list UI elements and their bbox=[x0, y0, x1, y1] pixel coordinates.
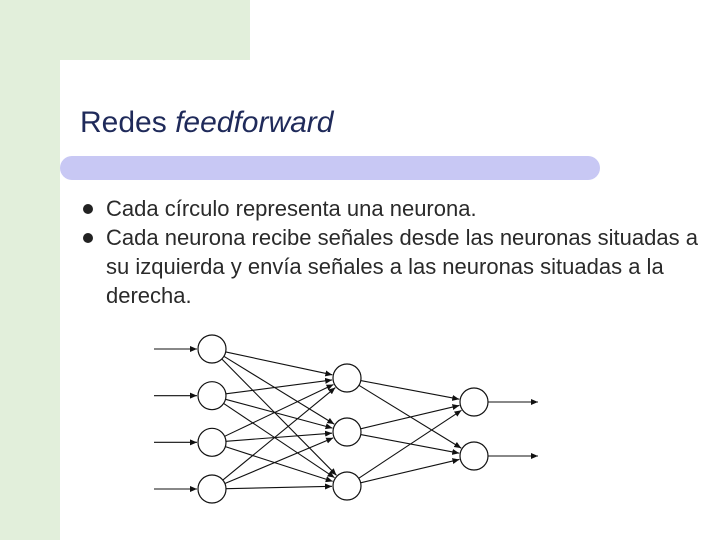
bullet-item: Cada neurona recibe señales desde las ne… bbox=[80, 223, 700, 310]
connection-arrow bbox=[225, 351, 333, 377]
connection-arrow bbox=[224, 437, 334, 485]
connection-arrow bbox=[225, 430, 333, 442]
neuron-layer-3 bbox=[459, 387, 489, 417]
connection-arrow bbox=[222, 387, 336, 481]
slide-panel bbox=[60, 60, 720, 540]
connection-arrow bbox=[225, 398, 333, 430]
neuron-layer-1 bbox=[197, 381, 227, 411]
connection-arrow bbox=[223, 355, 335, 425]
connection-arrow bbox=[224, 383, 334, 437]
title-underline-bar bbox=[60, 156, 600, 180]
bullet-text: Cada círculo representa una neurona. bbox=[106, 196, 477, 221]
corner-decoration bbox=[0, 0, 250, 60]
neuron-layer-2 bbox=[332, 417, 362, 447]
connection-arrow bbox=[221, 358, 337, 476]
bullet-item: Cada círculo representa una neurona. bbox=[80, 194, 700, 223]
bullet-dot-icon bbox=[83, 204, 93, 214]
bullet-dot-icon bbox=[83, 233, 93, 243]
connection-arrow bbox=[358, 409, 462, 479]
neuron-layer-1 bbox=[197, 334, 227, 364]
connection-arrow bbox=[225, 483, 333, 490]
neuron-layer-1 bbox=[197, 427, 227, 457]
connection-arrow bbox=[223, 402, 335, 479]
connection-arrow bbox=[360, 458, 460, 484]
neural-network-diagram bbox=[154, 334, 538, 504]
bullet-list: Cada círculo representa una neurona. Cad… bbox=[80, 194, 700, 310]
title-italic: feedforward bbox=[175, 106, 334, 139]
connection-arrow bbox=[225, 377, 333, 395]
side-decoration bbox=[0, 60, 60, 540]
connection-arrow bbox=[360, 380, 460, 401]
neuron-layer-1 bbox=[197, 474, 227, 504]
bullet-text: Cada neurona recibe señales desde las ne… bbox=[106, 225, 698, 308]
slide-title: Redes feedforward bbox=[80, 106, 334, 140]
neuron-layer-3 bbox=[459, 441, 489, 471]
neuron-layer-2 bbox=[332, 471, 362, 501]
connection-arrow bbox=[225, 446, 333, 483]
title-plain: Redes bbox=[80, 106, 176, 139]
connection-arrow bbox=[360, 404, 460, 430]
neuron-layer-2 bbox=[332, 363, 362, 393]
